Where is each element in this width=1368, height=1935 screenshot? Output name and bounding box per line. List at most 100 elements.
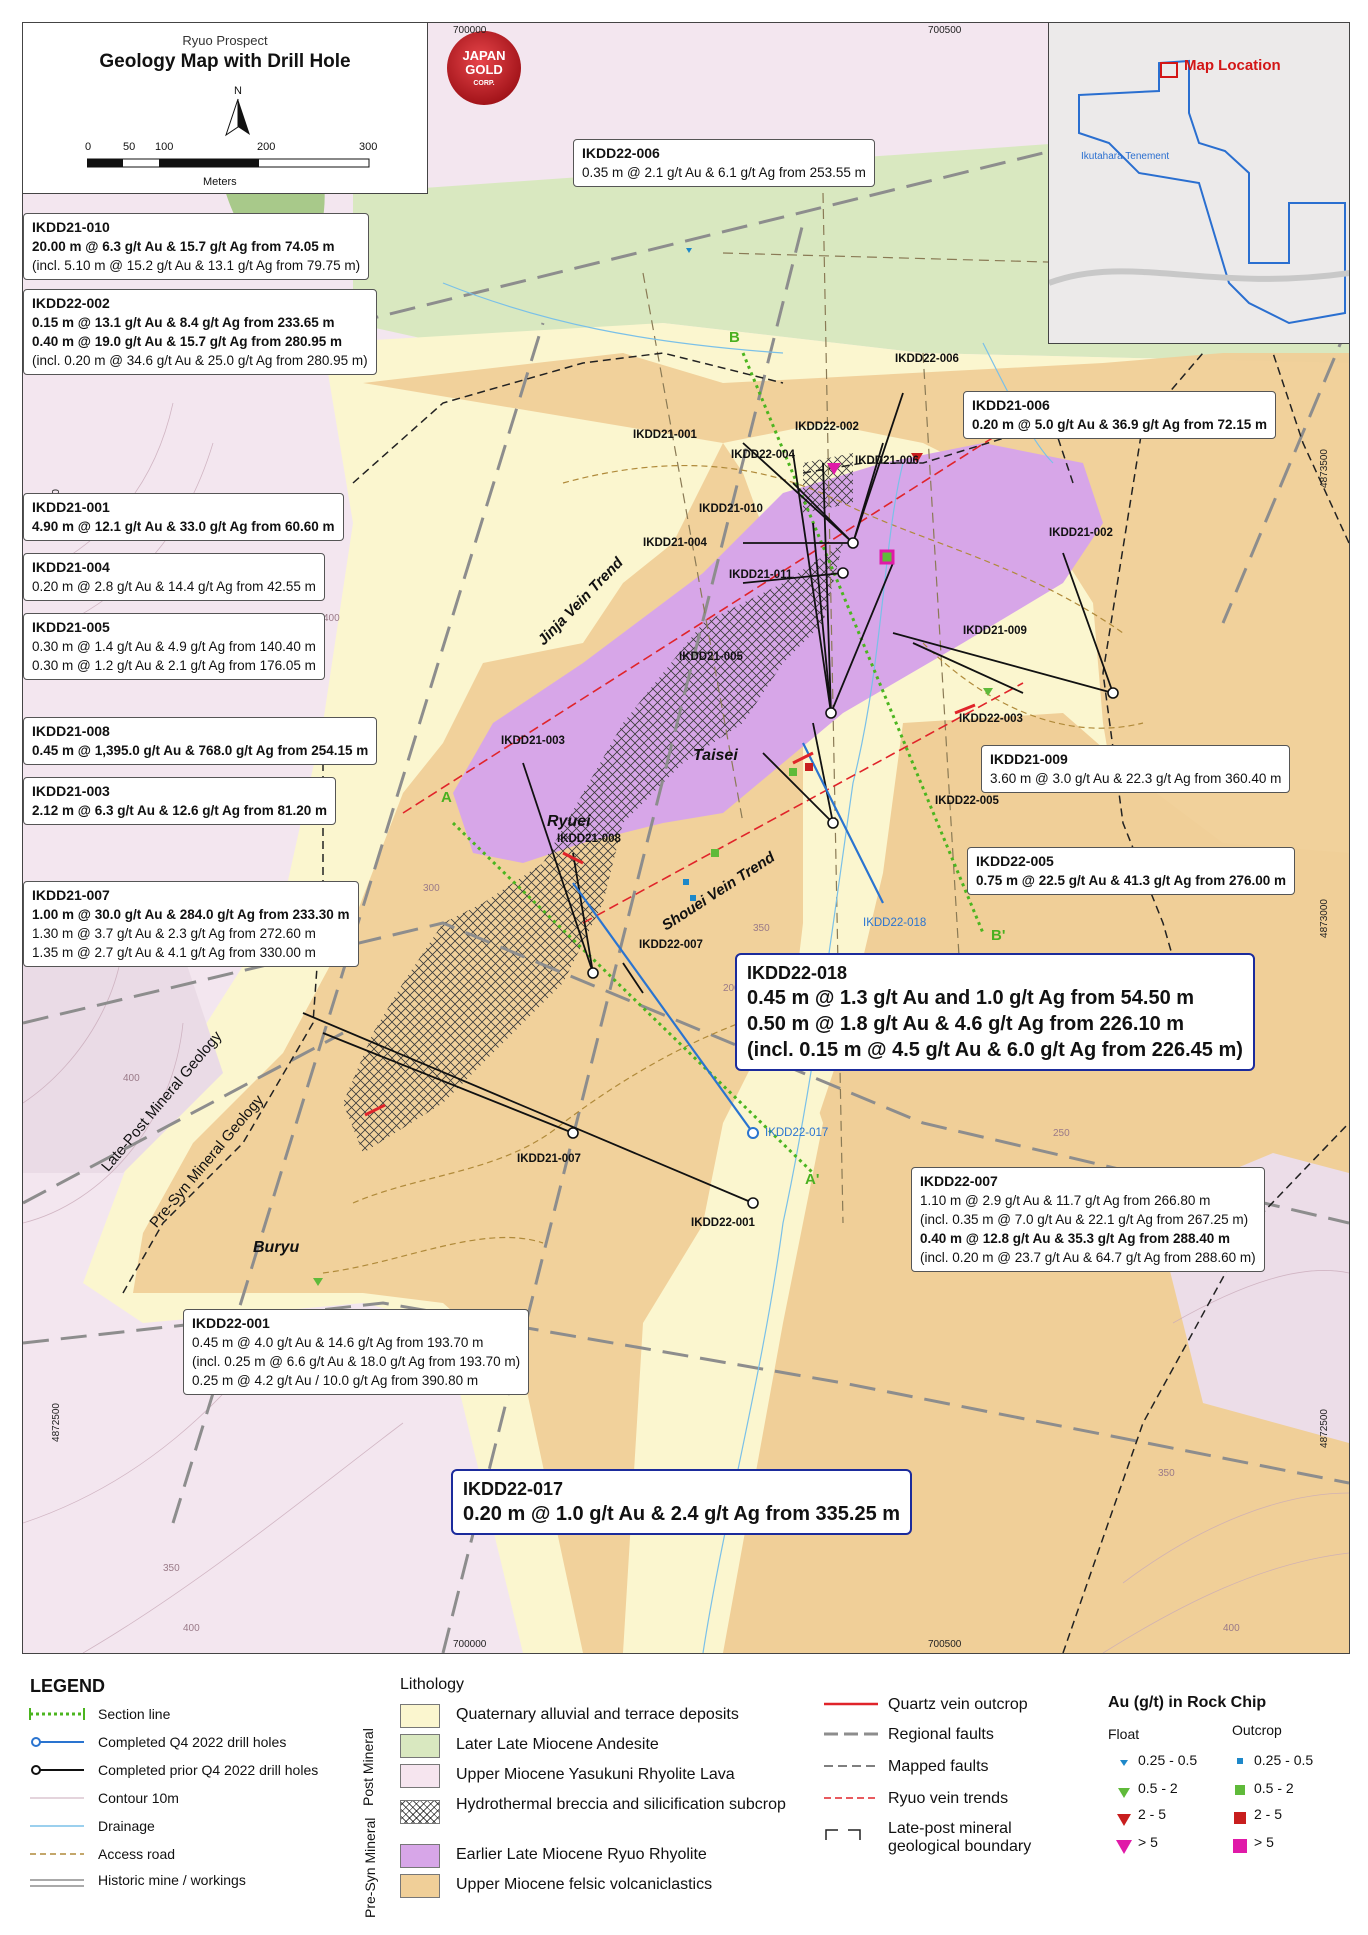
lith-andesite: Later Late Miocene Andesite — [456, 1736, 659, 1753]
hole-label[interactable]: IKDD22-003 — [959, 713, 1023, 725]
float-class: 2 - 5 — [1138, 1806, 1167, 1822]
breccia-zone — [343, 543, 843, 1153]
hole-label[interactable]: IKDD21-006 — [855, 455, 919, 467]
callout-row: 0.30 m @ 1.4 g/t Au & 4.9 g/t Ag from 14… — [32, 639, 316, 654]
coord-label: 700000 — [453, 25, 487, 36]
section-a: A — [441, 789, 452, 806]
callout-ikdd22-006[interactable]: IKDD22-006 0.35 m @ 2.1 g/t Au & 6.1 g/t… — [573, 139, 875, 187]
callout-title: IKDD21-003 — [32, 783, 110, 799]
callout-ikdd22-018[interactable]: IKDD22-018 0.45 m @ 1.3 g/t Au and 1.0 g… — [735, 953, 1255, 1071]
contour-label: 250 — [1053, 1128, 1070, 1139]
float-symbols — [1116, 1760, 1132, 1854]
hole-label[interactable]: IKDD22-005 — [935, 795, 999, 807]
lith-alluvial: Quaternary alluvial and terrace deposits — [456, 1706, 739, 1723]
callout-ikdd21-004[interactable]: IKDD21-004 0.20 m @ 2.8 g/t Au & 14.4 g/… — [23, 553, 325, 601]
coord-label: 700000 — [453, 1639, 487, 1650]
scale-tick: 200 — [257, 141, 276, 153]
outcrop-class: > 5 — [1254, 1834, 1274, 1850]
callout-row: 0.45 m @ 1.3 g/t Au and 1.0 g/t Ag from … — [747, 987, 1195, 1009]
callout-title: IKDD22-018 — [747, 963, 848, 983]
callout-row: 0.20 m @ 1.0 g/t Au & 2.4 g/t Ag from 33… — [463, 1503, 901, 1525]
callout-row: 0.50 m @ 1.8 g/t Au & 4.6 g/t Ag from 22… — [747, 1013, 1185, 1035]
coord-label: 4872500 — [1318, 1409, 1330, 1448]
callout-ikdd22-001[interactable]: IKDD22-001 0.45 m @ 4.0 g/t Au & 14.6 g/… — [183, 1309, 530, 1395]
callout-row: 0.35 m @ 2.1 g/t Au & 6.1 g/t Ag from 25… — [582, 165, 866, 180]
callout-row: 3.60 m @ 3.0 g/t Au & 22.3 g/t Ag from 3… — [990, 771, 1282, 786]
coord-label: 4873000 — [1318, 899, 1330, 938]
callout-ikdd21-010[interactable]: IKDD21-010 20.00 m @ 6.3 g/t Au & 15.7 g… — [23, 213, 370, 280]
contour-label: 400 — [1223, 1623, 1240, 1634]
hole-label[interactable]: IKDD21-001 — [633, 429, 697, 441]
coord-label: 4873500 — [1318, 449, 1330, 488]
callout-row: 1.35 m @ 2.7 g/t Au & 4.1 g/t Ag from 33… — [32, 945, 316, 960]
swatch-yasukuni — [400, 1764, 440, 1788]
lith-ryuo-rhyolite: Earlier Late Miocene Ryuo Rhyolite — [456, 1846, 707, 1863]
legend-float: Float — [1108, 1726, 1140, 1742]
title-box: Ryuo Prospect Geology Map with Drill Hol… — [23, 23, 428, 194]
scale-tick: 50 — [123, 141, 136, 153]
outcrop-class: 2 - 5 — [1254, 1806, 1283, 1822]
callout-row: 1.10 m @ 2.9 g/t Au & 11.7 g/t Ag from 2… — [920, 1193, 1211, 1208]
callout-row: (incl. 0.25 m @ 6.6 g/t Au & 18.0 g/t Ag… — [192, 1354, 521, 1369]
logo-text: GOLD — [465, 62, 503, 77]
callout-row: 0.40 m @ 19.0 g/t Au & 15.7 g/t Ag from … — [32, 334, 343, 349]
outcrop-class: 0.5 - 2 — [1254, 1780, 1294, 1796]
callout-ikdd21-009[interactable]: IKDD21-009 3.60 m @ 3.0 g/t Au & 22.3 g/… — [981, 745, 1291, 793]
callout-title: IKDD21-001 — [32, 499, 110, 515]
legend-boundary: Late-post mineral geological boundary — [888, 1820, 1032, 1855]
coord-label: 4872500 — [50, 1403, 62, 1442]
callout-title: IKDD21-010 — [32, 219, 110, 235]
hole-label[interactable]: IKDD22-007 — [639, 939, 703, 951]
hole-label[interactable]: IKDD22-017 — [765, 1127, 829, 1139]
lith-yasukuni: Upper Miocene Yasukuni Rhyolite Lava — [456, 1766, 735, 1783]
hole-label[interactable]: IKDD21-008 — [557, 833, 621, 845]
hole-label[interactable]: IKDD22-018 — [863, 917, 927, 929]
callout-ikdd22-005[interactable]: IKDD22-005 0.75 m @ 22.5 g/t Au & 41.3 g… — [967, 847, 1296, 895]
callout-ikdd22-002[interactable]: IKDD22-002 0.15 m @ 13.1 g/t Au & 8.4 g/… — [23, 289, 377, 375]
hole-label[interactable]: IKDD21-002 — [1049, 527, 1113, 539]
callout-row: 0.45 m @ 4.0 g/t Au & 14.6 g/t Ag from 1… — [192, 1335, 484, 1350]
callout-row: (incl. 0.20 m @ 23.7 g/t Au & 64.7 g/t A… — [920, 1250, 1256, 1265]
hole-label[interactable]: IKDD21-009 — [963, 625, 1027, 637]
callout-ikdd21-005[interactable]: IKDD21-005 0.30 m @ 1.4 g/t Au & 4.9 g/t… — [23, 613, 325, 680]
callout-ikdd21-007[interactable]: IKDD21-007 1.00 m @ 30.0 g/t Au & 284.0 … — [23, 881, 359, 967]
scale-tick: 300 — [359, 141, 378, 153]
callout-row: 1.00 m @ 30.0 g/t Au & 284.0 g/t Ag from… — [32, 907, 350, 922]
hole-label[interactable]: IKDD21-007 — [517, 1153, 581, 1165]
callout-row: 0.40 m @ 12.8 g/t Au & 35.3 g/t Ag from … — [920, 1231, 1231, 1246]
hole-label[interactable]: IKDD21-005 — [679, 651, 743, 663]
company-logo: JAPAN GOLD CORP. — [447, 31, 521, 105]
callout-title: IKDD21-004 — [32, 559, 110, 575]
legend-prior-holes: Completed prior Q4 2022 drill holes — [98, 1762, 319, 1778]
float-class: 0.5 - 2 — [1138, 1780, 1178, 1796]
scale-tick: 100 — [155, 141, 174, 153]
callout-title: IKDD22-007 — [920, 1173, 998, 1189]
prospect-name: Ryuo Prospect — [182, 33, 268, 48]
hole-label[interactable]: IKDD22-004 — [731, 449, 795, 461]
callout-ikdd21-001[interactable]: IKDD21-001 4.90 m @ 12.1 g/t Au & 33.0 g… — [23, 493, 344, 541]
lith-volcaniclastics: Upper Miocene felsic volcaniclastics — [456, 1876, 713, 1893]
callout-row: 0.45 m @ 1,395.0 g/t Au & 768.0 g/t Ag f… — [32, 743, 369, 758]
group-post-mineral: Post Mineral — [360, 1728, 376, 1806]
scale-unit: Meters — [203, 176, 237, 188]
hole-label[interactable]: IKDD21-003 — [501, 735, 565, 747]
north-arrow-icon — [225, 98, 250, 137]
callout-ikdd21-008[interactable]: IKDD21-008 0.45 m @ 1,395.0 g/t Au & 768… — [23, 717, 378, 765]
hole-label[interactable]: IKDD21-004 — [643, 537, 707, 549]
callout-title: IKDD21-007 — [32, 887, 110, 903]
hole-label[interactable]: IKDD22-002 — [795, 421, 859, 433]
legend-vein-trends: Ryuo vein trends — [888, 1790, 1009, 1807]
callout-ikdd21-003[interactable]: IKDD21-003 2.12 m @ 6.3 g/t Au & 12.6 g/… — [23, 777, 337, 825]
hole-label[interactable]: IKDD21-010 — [699, 503, 763, 515]
hole-label[interactable]: IKDD21-011 — [729, 569, 793, 581]
hole-label[interactable]: IKDD22-006 — [895, 353, 959, 365]
hole-label[interactable]: IKDD22-001 — [691, 1217, 755, 1229]
callout-ikdd21-006[interactable]: IKDD21-006 0.20 m @ 5.0 g/t Au & 36.9 g/… — [963, 391, 1277, 439]
legend-section-line: Section line — [98, 1706, 171, 1722]
callout-ikdd22-007[interactable]: IKDD22-007 1.10 m @ 2.9 g/t Au & 11.7 g/… — [911, 1167, 1265, 1272]
legend-quartz-vein: Quartz vein outcrop — [888, 1696, 1028, 1713]
callout-ikdd22-017[interactable]: IKDD22-017 0.20 m @ 1.0 g/t Au & 2.4 g/t… — [451, 1469, 913, 1535]
contour-label: 350 — [1158, 1468, 1175, 1479]
geology-map[interactable]: Ryuo Prospect Geology Map with Drill Hol… — [22, 22, 1350, 1654]
section-b: B — [729, 329, 740, 346]
